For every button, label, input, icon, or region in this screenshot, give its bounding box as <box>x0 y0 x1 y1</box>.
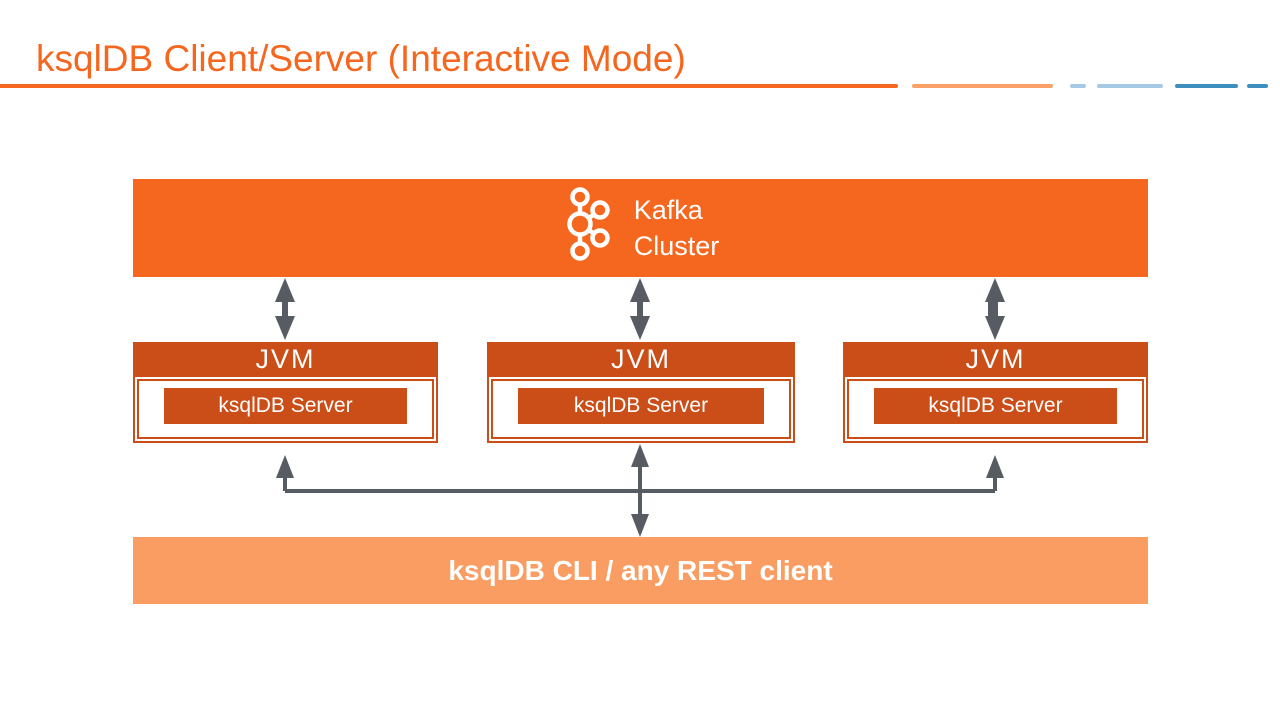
bus-arrowhead-right-up <box>986 455 1004 478</box>
jvm-node-2: JVM ksqlDB Server <box>487 342 795 443</box>
kafka-cluster-label: Kafka Cluster <box>634 192 720 264</box>
title-underline <box>0 84 898 88</box>
jvm-2-body: ksqlDB Server <box>491 379 791 439</box>
kafka-logo-icon <box>562 186 620 271</box>
underline-dash-lightblue <box>1097 84 1163 88</box>
jvm-3-body: ksqlDB Server <box>847 379 1144 439</box>
jvm-1-body: ksqlDB Server <box>137 379 434 439</box>
bus-arrowhead-center-up <box>631 444 649 467</box>
ksqldb-server-box-1: ksqlDB Server <box>163 388 408 424</box>
kafka-cluster-node: Kafka Cluster <box>133 179 1148 277</box>
jvm-3-title: JVM <box>843 342 1148 377</box>
ksqldb-cli-bar: ksqlDB CLI / any REST client <box>133 537 1148 604</box>
ksqldb-server-box-3: ksqlDB Server <box>873 388 1118 424</box>
kafka-label-line1: Kafka <box>633 195 703 225</box>
kafka-label-line2: Cluster <box>633 231 720 261</box>
jvm-node-1: JVM ksqlDB Server <box>133 342 438 443</box>
underline-dash-orange <box>912 84 1053 88</box>
bus-arrowhead-left-up <box>276 455 294 478</box>
kafka-jvm-arrow-middle <box>630 278 650 340</box>
bus-arrowhead-center-down <box>631 514 649 537</box>
jvm-node-3: JVM ksqlDB Server <box>843 342 1148 443</box>
underline-dash-lightblue-small <box>1070 84 1086 88</box>
page-title: ksqlDB Client/Server (Interactive Mode) <box>36 38 686 79</box>
kafka-jvm-arrow-right <box>985 278 1005 340</box>
underline-dash-teal-small <box>1247 84 1268 88</box>
underline-dash-teal <box>1175 84 1238 88</box>
kafka-jvm-arrow-left <box>275 278 295 340</box>
jvm-2-title: JVM <box>487 342 795 377</box>
ksqldb-server-box-2: ksqlDB Server <box>518 388 764 424</box>
jvm-1-title: JVM <box>133 342 438 377</box>
